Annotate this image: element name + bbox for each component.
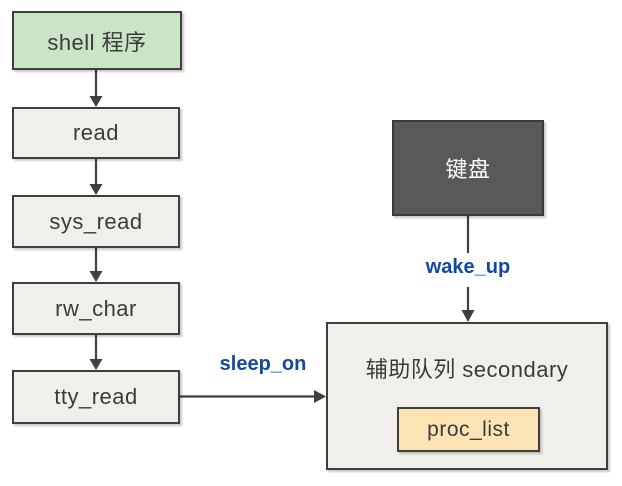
node-tty-read: tty_read xyxy=(12,370,180,424)
arrow-shell-to-read xyxy=(89,70,103,107)
node-keyboard-label: 键盘 xyxy=(445,157,491,182)
node-proc-list-label: proc_list xyxy=(427,417,510,441)
arrow-read-to-sys-read xyxy=(89,159,103,195)
node-read-label: read xyxy=(72,120,120,145)
arrow-sys-read-to-rw-char xyxy=(89,248,103,282)
node-read: read xyxy=(12,107,180,159)
node-sys-read: sys_read xyxy=(12,195,180,248)
node-tty-read-label: tty_read xyxy=(54,384,138,409)
node-keyboard: 键盘 xyxy=(392,120,544,216)
edge-label-sleep-on: sleep_on xyxy=(219,353,307,375)
arrow-tty-read-to-secondary xyxy=(180,390,326,403)
node-rw-char-label: rw_char xyxy=(55,295,137,321)
node-rw-char: rw_char xyxy=(12,282,180,335)
arrow-rw-char-to-tty-read xyxy=(89,335,103,370)
node-secondary-queue-label: 辅助队列 secondary xyxy=(365,357,569,382)
node-proc-list: proc_list xyxy=(397,407,540,452)
node-secondary-queue: 辅助队列 secondary proc_list xyxy=(326,322,608,470)
node-sys-read-label: sys_read xyxy=(49,208,143,234)
node-shell-program: shell 程序 xyxy=(12,11,182,70)
edge-label-wake-up: wake_up xyxy=(425,256,511,278)
node-shell-program-label: shell 程序 xyxy=(47,29,147,55)
